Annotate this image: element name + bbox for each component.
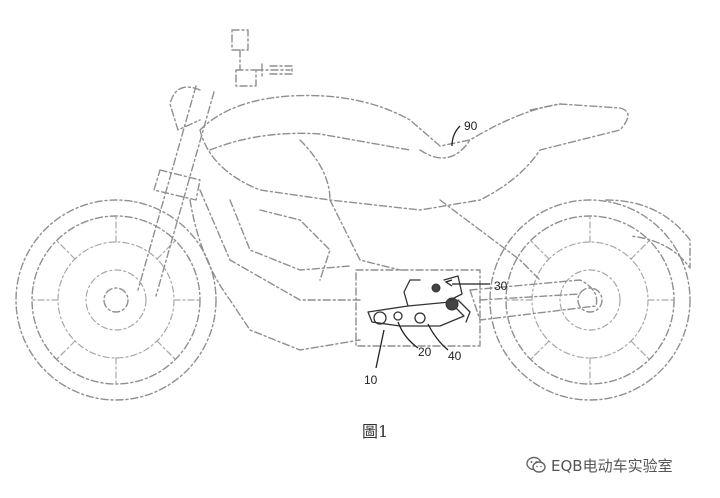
ref-label-20: 20 xyxy=(418,345,432,359)
ref-label-90: 90 xyxy=(464,119,478,133)
wechat-icon xyxy=(526,456,546,473)
body-outline xyxy=(199,94,629,211)
watermark: EQB电动车实验室 xyxy=(526,455,673,475)
ref-label-30: 30 xyxy=(494,279,508,293)
ref-label-10: 10 xyxy=(364,373,378,387)
front-wheel xyxy=(15,199,217,401)
swingarm xyxy=(469,279,598,321)
frame-outline xyxy=(189,189,541,351)
drive-mechanism xyxy=(367,275,471,327)
leader-lines xyxy=(375,125,490,369)
rear-wheel xyxy=(489,199,691,401)
front-fork xyxy=(137,29,293,297)
figure-caption: 圖1 xyxy=(362,422,389,441)
watermark-text: EQB电动车实验室 xyxy=(551,456,673,475)
ref-label-40: 40 xyxy=(448,349,462,363)
